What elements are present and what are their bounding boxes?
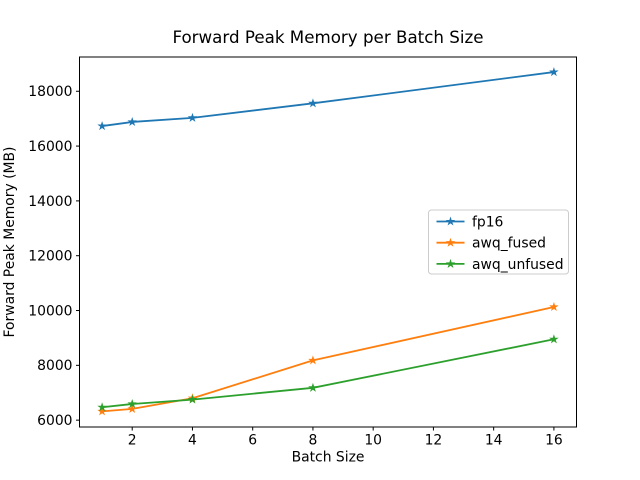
legend-box	[428, 209, 569, 275]
plot-frame	[79, 56, 577, 428]
x-tick-label: 4	[188, 433, 197, 449]
legend-label-awq_fused: awq_fused	[472, 236, 546, 252]
chart-title: Forward Peak Memory per Batch Size	[172, 27, 483, 47]
y-tick-label: 12000	[28, 249, 72, 265]
series-marker-awq_fused	[127, 403, 137, 413]
series-marker-fp16	[549, 67, 559, 77]
series-marker-awq_unfused	[127, 398, 137, 409]
series-marker-awq_fused	[97, 406, 107, 416]
y-tick-label: 18000	[28, 84, 72, 100]
series-marker-fp16	[308, 98, 318, 108]
legend-marker-awq_fused	[445, 237, 456, 247]
y-tick-label: 14000	[28, 194, 72, 210]
legend-marker-awq_unfused	[445, 258, 456, 268]
series-marker-fp16	[127, 116, 137, 126]
x-tick-label: 6	[248, 433, 257, 449]
series-marker-awq_unfused	[549, 334, 559, 344]
x-tick-label: 12	[425, 433, 443, 449]
x-axis-label: Batch Size	[292, 450, 365, 466]
x-tick-label: 2	[128, 433, 137, 449]
series-marker-awq_unfused	[187, 394, 198, 404]
y-axis-label: Forward Peak Memory (MB)	[2, 147, 18, 338]
series-marker-fp16	[97, 121, 107, 131]
x-tick-label: 16	[545, 433, 563, 449]
x-tick-label: 8	[309, 433, 318, 449]
x-tick-label: 14	[485, 433, 503, 449]
legend-label-fp16: fp16	[472, 214, 503, 230]
legend-marker-fp16	[445, 216, 456, 226]
series-marker-fp16	[187, 112, 198, 122]
legend-label-awq_unfused: awq_unfused	[472, 257, 564, 273]
y-tick-label: 6000	[37, 413, 72, 429]
y-tick-label: 10000	[28, 303, 72, 319]
series-marker-awq_unfused	[308, 382, 318, 392]
y-tick-label: 8000	[37, 358, 72, 374]
series-marker-awq_unfused	[97, 402, 107, 412]
series-marker-awq_fused	[308, 355, 318, 365]
y-tick-label: 16000	[28, 139, 72, 155]
x-tick-label: 10	[364, 433, 382, 449]
series-marker-awq_fused	[549, 301, 559, 311]
